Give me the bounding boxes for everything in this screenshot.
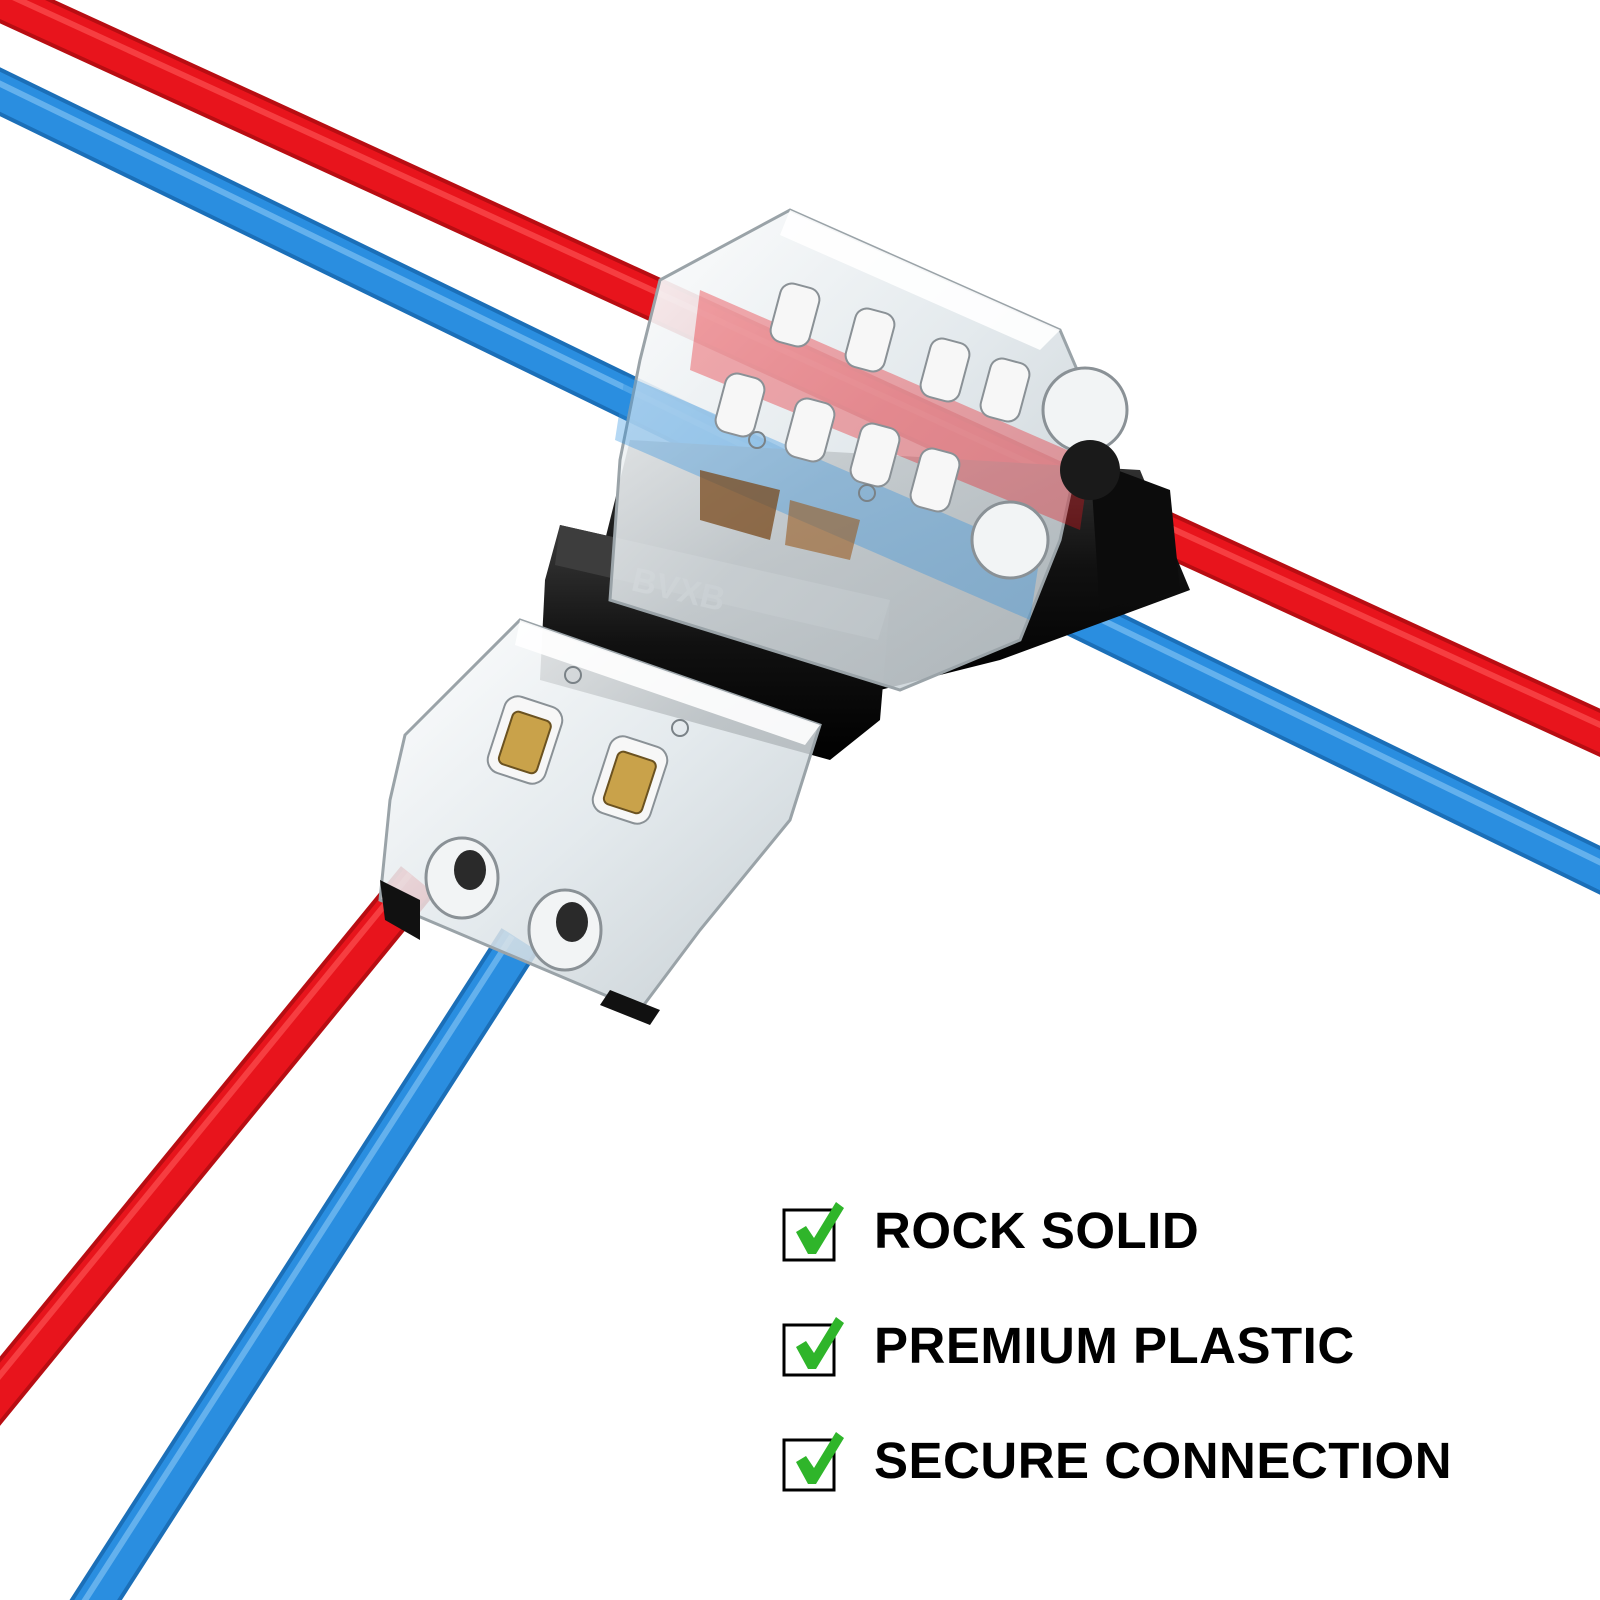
branch-red-wire [0,866,436,1426]
connector-clear-main-shell [608,208,1129,692]
feature-list: ROCK SOLID PREMIUM PLASTIC SECURE CONNEC… [782,1200,1582,1545]
feature-label: SECURE CONNECTION [874,1431,1453,1489]
checkbox-check-icon [782,1202,844,1262]
checkbox-check-icon [782,1432,844,1492]
feature-item-rock-solid: ROCK SOLID [782,1200,1582,1262]
feature-item-premium-plastic: PREMIUM PLASTIC [782,1315,1582,1377]
checkbox-check-icon [782,1317,844,1377]
connector-clear-branch-shell [378,618,822,1012]
feature-item-secure-connection: SECURE CONNECTION [782,1430,1582,1492]
feature-label: ROCK SOLID [874,1201,1200,1259]
branch-blue-wire [69,928,539,1600]
feature-label: PREMIUM PLASTIC [874,1316,1355,1374]
connector-branch-black-base [380,880,660,1025]
